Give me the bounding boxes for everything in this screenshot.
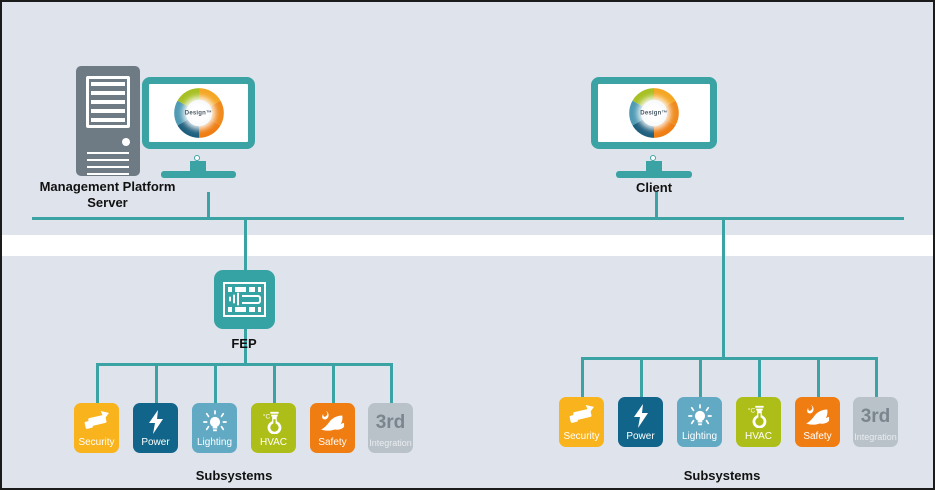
subsystem-label: HVAC (259, 437, 288, 448)
subsystem-label: Power (626, 431, 655, 442)
subsystem-tile-security-right[interactable]: Security (559, 397, 604, 447)
subsystem-label: Integration (854, 432, 897, 442)
third-party-badge: 3rd (860, 405, 891, 427)
server-tower-icon (76, 66, 140, 176)
connector-client-to-bus (655, 192, 658, 219)
tier-separator-band (2, 235, 933, 256)
label-left-subsystems: Subsystems (195, 468, 273, 483)
fep-signal-wave (228, 292, 239, 306)
left-drop-power (155, 363, 158, 403)
management-monitor-icon: Design™ (142, 77, 255, 178)
client-logo-donut: Design™ (627, 86, 681, 140)
flame-icon (310, 403, 355, 436)
label-fep: FEP (231, 336, 257, 351)
left-drop-safety (332, 363, 335, 403)
thermometer-icon: °C (251, 403, 296, 436)
left-drop-security (96, 363, 99, 403)
svg-text:°C: °C (747, 406, 755, 414)
left-drop-lighting (214, 363, 217, 403)
left-drop-integration (390, 363, 393, 403)
third-party-badge: 3rd (375, 411, 406, 433)
fep-glyph (222, 281, 267, 318)
subsystem-tile-hvac[interactable]: °C HVAC (251, 403, 296, 453)
subsystem-tile-lighting[interactable]: Lighting (192, 403, 237, 453)
left-subsystem-bus (96, 363, 393, 366)
subsystem-label: Safety (803, 431, 832, 442)
subsystem-tile-power[interactable]: Power (133, 403, 178, 453)
flame-icon (795, 397, 840, 430)
subsystem-tile-safety[interactable]: Safety (310, 403, 355, 453)
platform-logo-donut: Design™ (172, 86, 226, 140)
light-bulb-icon (192, 403, 237, 436)
cctv-camera-icon (559, 397, 604, 430)
subsystem-tile-security[interactable]: Security (74, 403, 119, 453)
subsystem-tile-hvac-right[interactable]: °C HVAC (736, 397, 781, 447)
donut-svg (173, 88, 224, 138)
logo-center-text: Design™ (184, 110, 213, 116)
right-drop-security (581, 357, 584, 397)
lightning-bolt-icon (133, 403, 178, 436)
subsystem-tile-integration[interactable]: 3rd Integration (368, 403, 413, 453)
label-right-subsystems: Subsystems (683, 468, 761, 483)
subsystem-label: Integration (369, 438, 412, 448)
subsystem-label: HVAC (744, 431, 773, 442)
logo-center-text: Design™ (640, 110, 668, 116)
monitor-neck (190, 161, 206, 174)
subsystem-tile-integration-right[interactable]: 3rd Integration (853, 397, 898, 447)
monitor-led (650, 155, 656, 161)
server-drive-bays (86, 76, 130, 128)
right-drop-integration (875, 357, 878, 397)
subsystem-label: Safety (318, 437, 347, 448)
right-drop-safety (817, 357, 820, 397)
third-party-icon: 3rd (853, 397, 898, 431)
connector-bus-to-fep (244, 217, 247, 272)
thermometer-icon: °C (736, 397, 781, 430)
monitor-base (616, 171, 692, 178)
connector-management-to-bus (207, 192, 210, 219)
cctv-camera-icon (74, 403, 119, 436)
monitor-base (161, 171, 236, 178)
subsystem-label: Security (563, 431, 600, 442)
monitor-led (194, 155, 200, 161)
subsystem-tile-power-right[interactable]: Power (618, 397, 663, 447)
right-subsystem-bus (581, 357, 878, 360)
subsystem-label: Power (141, 437, 170, 448)
right-drop-hvac (758, 357, 761, 397)
label-client: Client (635, 180, 673, 195)
third-party-icon: 3rd (368, 403, 413, 437)
right-drop-lighting (699, 357, 702, 397)
subsystem-tile-lighting-right[interactable]: Lighting (677, 397, 722, 447)
left-drop-hvac (273, 363, 276, 403)
client-monitor-icon: Design™ (591, 77, 717, 178)
server-vents (87, 152, 129, 175)
network-bus-line (32, 217, 904, 220)
connector-bus-to-right-subsystems (722, 217, 725, 359)
lightning-bolt-icon (618, 397, 663, 430)
server-power-led (122, 138, 130, 146)
light-bulb-icon (677, 397, 722, 430)
monitor-neck (646, 161, 662, 174)
label-management-platform: Management Platform Server (39, 179, 176, 210)
subsystem-tile-safety-right[interactable]: Safety (795, 397, 840, 447)
subsystem-label: Security (78, 437, 115, 448)
fep-device-icon (214, 270, 275, 329)
donut-svg (629, 88, 679, 138)
subsystem-label: Lighting (196, 437, 233, 448)
subsystem-label: Lighting (681, 431, 718, 442)
connector-fep-to-left-bar (244, 329, 247, 365)
right-drop-power (640, 357, 643, 397)
svg-text:°C: °C (262, 412, 270, 420)
